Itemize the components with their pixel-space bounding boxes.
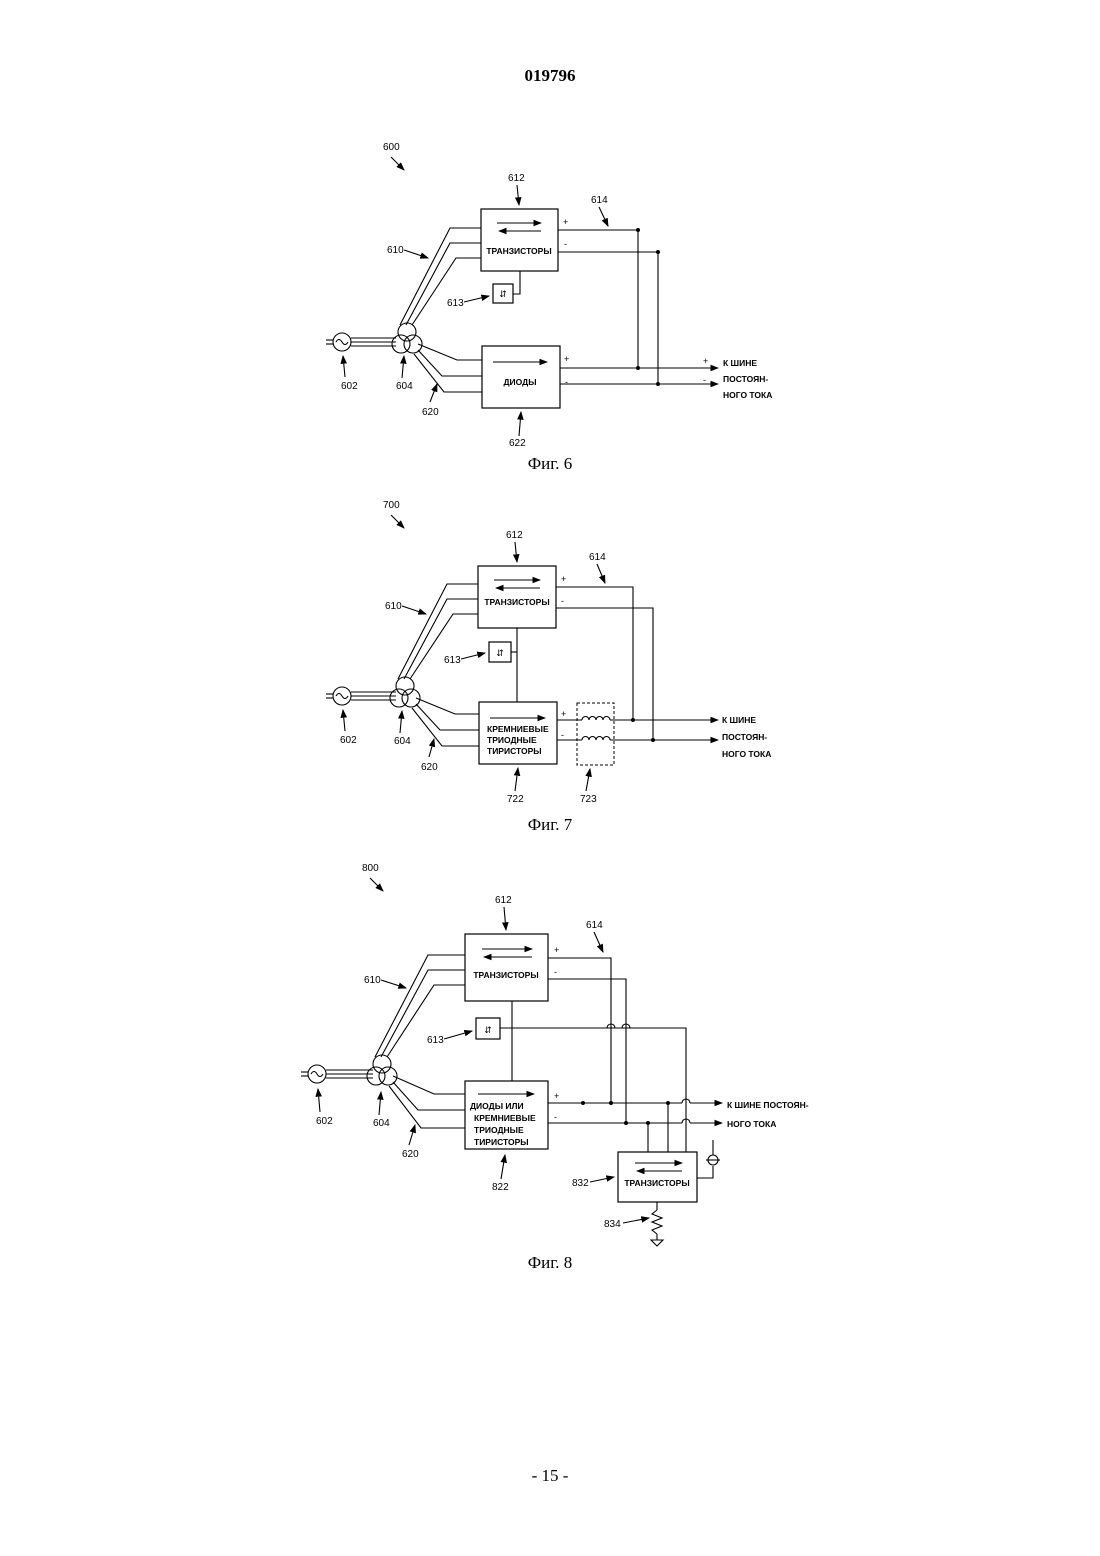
output-label-line1: К ШИНЕ ПОСТОЯН-: [727, 1100, 809, 1110]
thyristors-label-line2: КРЕМНИЕВЫЕ: [474, 1113, 536, 1123]
ref-614: 614: [586, 920, 603, 931]
resistor-icon: [652, 1210, 662, 1234]
ref-612: 612: [495, 895, 512, 906]
svg-text:-: -: [554, 967, 557, 977]
ref-832: 832: [572, 1178, 589, 1189]
svg-text:+: +: [554, 945, 559, 955]
page-number: - 15 -: [0, 1466, 1100, 1486]
ref-610: 610: [364, 975, 381, 986]
transistors-block: [465, 934, 548, 1001]
chopper-transistors-block: [618, 1152, 697, 1202]
figure-8-caption: Фиг. 8: [0, 1253, 1100, 1273]
transistors-label: ТРАНЗИСТОРЫ: [473, 970, 538, 980]
thyristors-label-line4: ТИРИСТОРЫ: [474, 1137, 529, 1147]
svg-text:+: +: [554, 1091, 559, 1101]
thyristors-label-line1: ДИОДЫ ИЛИ: [470, 1101, 524, 1111]
ground-icon: [651, 1240, 663, 1246]
ref-602: 602: [316, 1116, 333, 1127]
ref-613: 613: [427, 1035, 444, 1046]
output-label-line2: НОГО ТОКА: [727, 1119, 776, 1129]
ref-800: 800: [362, 863, 379, 874]
chopper-transistors-label: ТРАНЗИСТОРЫ: [624, 1178, 689, 1188]
sensor-icon: ⇵: [484, 1025, 492, 1035]
ref-834: 834: [604, 1219, 621, 1230]
ref-822: 822: [492, 1182, 509, 1193]
svg-text:-: -: [554, 1112, 557, 1122]
ref-604: 604: [373, 1118, 390, 1129]
thyristors-label-line3: ТРИОДНЫЕ: [474, 1125, 524, 1135]
ref-620: 620: [402, 1149, 419, 1160]
